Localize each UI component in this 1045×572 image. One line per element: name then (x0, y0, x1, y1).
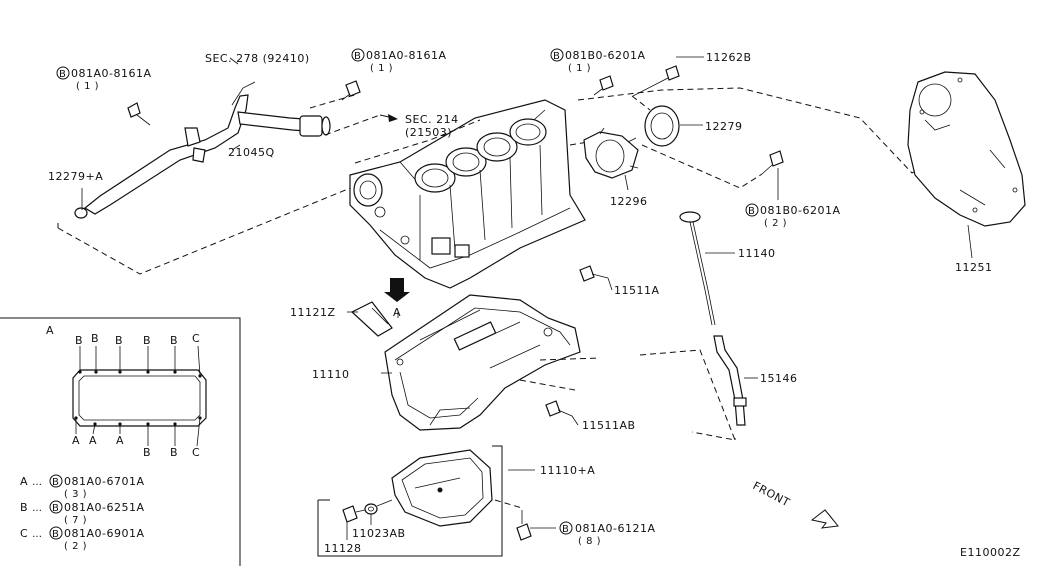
bolt-callout-code: 081A0-8161A (71, 67, 152, 80)
label-11023ab: 11023AB (352, 527, 406, 540)
label-15146: 15146 (760, 372, 798, 385)
circle-letter: B (748, 206, 755, 217)
inset-top-letter: B (75, 334, 83, 347)
circle-letter: B (52, 477, 59, 488)
lower-oil-pan-11110a-box (317, 445, 503, 557)
bolt-081a0-6121a (516, 510, 532, 541)
bolt-callout-qty: ( 8 ) (578, 536, 601, 547)
inset-top-letter: C (192, 332, 200, 345)
bolt-callout-code: 081A0-8161A (366, 49, 447, 62)
label-sec-214-sub: (21503) (405, 126, 452, 139)
dipstick-guide-15146 (713, 335, 747, 426)
inset-bottom-letter: C (192, 446, 200, 459)
inset-top-letter: B (91, 332, 99, 345)
oil-dipstick-11140 (679, 211, 716, 326)
bolt-callout-qty: ( 1 ) (370, 63, 393, 74)
bolt-callout-4: B 081B0-6201A ( 2 ) (745, 203, 841, 229)
inset-bottom-letter: B (143, 446, 151, 459)
pipe-bolt-left (127, 102, 151, 126)
lower-oil-pan-11110a (391, 449, 493, 527)
inset-top-letter: B (143, 334, 151, 347)
water-pipe-21045q (74, 81, 331, 219)
label-11511ab: 11511AB (582, 419, 636, 432)
legend-qty: ( 3 ) (64, 489, 87, 500)
inset-bottom-letter: B (170, 446, 178, 459)
label-11110a: 11110+A (540, 464, 595, 477)
circle-letter: B (553, 51, 560, 62)
label-12296: 12296 (610, 195, 648, 208)
bolt-11511a (579, 265, 609, 282)
bolt-callout-qty: ( 1 ) (568, 63, 591, 74)
diagram-id: E110002Z (960, 546, 1020, 559)
circle-letter: B (59, 69, 66, 80)
circle-letter: B (52, 503, 59, 514)
label-sec-278: SEC. 278 (92410) (205, 52, 310, 65)
bolt-11511ab (545, 400, 573, 417)
arrow-a-indicator (384, 278, 410, 302)
legend-dots: … (32, 503, 43, 514)
label-arrow-a: A (393, 306, 401, 319)
pipe-bolt-top (341, 80, 361, 101)
inset-panel-a: A B B B B B C A A A B B C (0, 317, 241, 566)
circle-letter: B (562, 524, 569, 535)
legend-key: A (20, 475, 28, 488)
legend-code: 081A0-6901A (64, 527, 145, 540)
front-direction-arrow (810, 509, 839, 529)
bolt-callout-code: 081A0-6121A (575, 522, 656, 535)
inset-legend-a: A … B 081A0-6701A ( 3 ) (20, 474, 145, 500)
legend-qty: ( 2 ) (64, 541, 87, 552)
drain-plug-11128 (342, 505, 358, 523)
bolt-callout-3: B 081B0-6201A ( 1 ) (550, 48, 646, 74)
legend-dots: … (32, 477, 43, 488)
label-11121z: 11121Z (290, 306, 336, 319)
inset-title: A (46, 324, 54, 337)
cylinder-block (349, 99, 586, 289)
drain-washer-11023ab (364, 503, 378, 515)
inset-bottom-letter: A (72, 434, 80, 447)
label-11140: 11140 (738, 247, 776, 260)
oil-strainer-11121z (350, 301, 393, 337)
bolt-callout-qty: ( 1 ) (76, 81, 99, 92)
bolt-retainer-top (593, 75, 614, 96)
bolt-callout-5: B 081A0-6121A ( 8 ) (559, 521, 656, 547)
oil-seal-retainer-12296 (583, 127, 639, 179)
upper-oil-pan-11110 (384, 294, 581, 431)
legend-qty: ( 7 ) (64, 515, 87, 526)
rear-plate-11251 (907, 71, 1026, 227)
label-11128: 11128 (324, 542, 362, 555)
bolt-callout-qty: ( 2 ) (764, 218, 787, 229)
label-21045q: 21045Q (228, 146, 275, 159)
rear-oil-seal-12279 (644, 105, 680, 147)
bolt-callout-2: B 081A0-8161A ( 1 ) (351, 48, 447, 74)
bolt-11262b (632, 65, 680, 97)
legend-key: C (20, 527, 28, 540)
label-12279: 12279 (705, 120, 743, 133)
legend-dots: … (32, 529, 43, 540)
inset-top-letter: B (115, 334, 123, 347)
circle-letter: B (354, 51, 361, 62)
label-11110: 11110 (312, 368, 350, 381)
inset-legend-c: C … B 081A0-6901A ( 2 ) (20, 526, 145, 552)
inset-legend-b: B … B 081A0-6251A ( 7 ) (20, 500, 145, 526)
bolt-callout-code: 081B0-6201A (760, 204, 841, 217)
bolt-callout-1: B 081A0-8161A ( 1 ) (56, 66, 152, 92)
circle-letter: B (52, 529, 59, 540)
inset-bottom-letter: A (116, 434, 124, 447)
bolt-retainer-right (761, 150, 784, 175)
label-12279a: 12279+A (48, 170, 103, 183)
oil-pan-gasket (72, 369, 207, 427)
label-sec-214: SEC. 214 (405, 113, 459, 126)
legend-key: B (20, 501, 28, 514)
label-front: FRONT (751, 479, 792, 509)
inset-top-letter: B (170, 334, 178, 347)
label-11262b: 11262B (706, 51, 752, 64)
label-11251: 11251 (955, 261, 993, 274)
bolt-callout-code: 081B0-6201A (565, 49, 646, 62)
label-11511a: 11511A (614, 284, 660, 297)
legend-code: 081A0-6251A (64, 501, 145, 514)
inset-bottom-letter: A (89, 434, 97, 447)
legend-code: 081A0-6701A (64, 475, 145, 488)
